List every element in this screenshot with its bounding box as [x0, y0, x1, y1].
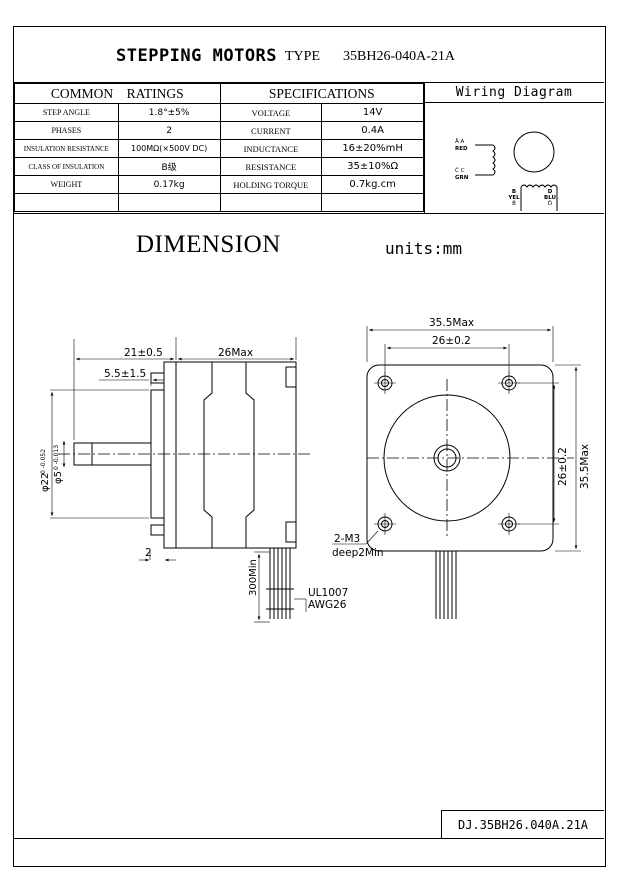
table-row: WEIGHT 0.17kg HOLDING TORQUE 0.7kg.cm: [14, 175, 424, 194]
dim-21-label: 21±0.5: [124, 347, 163, 359]
svg-text:0 -0.013: 0 -0.013: [53, 445, 60, 470]
coil-bd: [520, 184, 558, 188]
dim-h-max-text: 35.5Max: [579, 444, 591, 489]
label-a: Ā A: [455, 138, 465, 145]
side-view: 21±0.5 26Max 5.5±1.5 2 φ22 0 -0.052: [40, 337, 348, 623]
coil-ac: [492, 144, 496, 176]
dim-5-5-label: 5.5±1.5: [104, 368, 146, 380]
dim-300min-text: 300Min: [248, 559, 259, 596]
table-row: [14, 193, 424, 212]
label-awg26: AWG26: [308, 599, 347, 611]
label-screw-depth: deep2Min: [332, 547, 384, 559]
table-row: CLASS OF INSULATION B级 RESISTANCE 35±10%…: [14, 157, 424, 176]
spec-table: COMMON RATINGS SPECIFICATIONS STEP ANGLE…: [14, 83, 425, 212]
rear-clip-top: [285, 366, 297, 388]
wiring-diagram: Ā A RED C̄ C GRN: [424, 83, 604, 213]
separator: [14, 213, 604, 214]
motor-symbol: [513, 131, 555, 173]
bottom-separator: [14, 838, 604, 839]
table-row: STEP ANGLE 1.8°±5% VOLTAGE 14V: [14, 103, 424, 122]
dim-h-hole-text: 26±0.2: [557, 447, 569, 486]
svg-text:φ5: φ5: [53, 471, 64, 484]
title-block: STEPPING MOTORS TYPE 35BH26-040A-21A: [14, 27, 604, 83]
screw-top: [150, 372, 165, 384]
svg-text:φ22: φ22: [40, 473, 51, 492]
label-screw: 2-M3: [334, 533, 360, 545]
motor-body: [176, 361, 297, 549]
table-row: PHASES 2 CURRENT 0.4A: [14, 121, 424, 140]
dim-w-hole-label: 26±0.2: [432, 335, 471, 347]
drawing-code: DJ.35BH26.040A.21A: [441, 810, 604, 838]
svg-text:35.5Max: 35.5Max: [579, 444, 591, 489]
label-grn: GRN: [455, 175, 469, 181]
front-wires: [435, 551, 457, 619]
dimension-title: DIMENSION: [136, 231, 281, 258]
svg-text:0 -0.052: 0 -0.052: [40, 449, 47, 474]
dim-26max-label: 26Max: [218, 347, 253, 359]
spec-table-header: COMMON RATINGS SPECIFICATIONS: [14, 83, 425, 104]
svg-text:300Min: 300Min: [248, 559, 259, 596]
table-row: INSULATION RESISTANCE 100MΩ(×500V DC) IN…: [14, 139, 424, 158]
title-type-label: TYPE: [285, 49, 320, 64]
title-main: STEPPING MOTORS: [116, 46, 278, 66]
units-label: units:mm: [385, 239, 463, 258]
mount-holes: [374, 372, 520, 535]
dim-w-max-label: 35.5Max: [429, 317, 474, 329]
body-step-right: [245, 362, 255, 548]
header-common-ratings: COMMON RATINGS: [14, 83, 221, 104]
rear-clip-bottom: [285, 521, 297, 543]
wiring-diagram-svg: Ā A RED C̄ C GRN: [455, 131, 558, 211]
dimension-drawing: 21±0.5 26Max 5.5±1.5 2 φ22 0 -0.052: [40, 317, 591, 623]
wiring-title: Wiring Diagram: [424, 83, 604, 103]
label-yel-group: B YEL B̄: [508, 189, 520, 207]
label-red: RED: [455, 146, 468, 152]
side-wires: [266, 548, 294, 619]
dim-dia22-text: φ22 0 -0.052: [40, 449, 51, 492]
dim-dia5-text: φ5 0 -0.013: [53, 445, 64, 484]
label-blu-group: D BLU D̄: [544, 189, 556, 207]
body-step-left: [203, 362, 213, 548]
label-c: C̄ C: [455, 167, 465, 174]
front-view: 35.5Max 26±0.2 26±0.2 35.5Max 2-M3: [332, 317, 591, 619]
header-specifications: SPECIFICATIONS: [219, 83, 425, 104]
screw-bottom: [150, 524, 165, 536]
title-model: 35BH26-040A-21A: [343, 49, 455, 64]
leader-screw: [365, 530, 379, 545]
flange: [163, 361, 177, 549]
svg-text:26±0.2: 26±0.2: [557, 447, 569, 486]
label-ul1007: UL1007: [308, 587, 348, 599]
drawing-frame: STEPPING MOTORS TYPE 35BH26-040A-21A COM…: [13, 26, 606, 867]
dim-2-label: 2: [145, 547, 152, 559]
